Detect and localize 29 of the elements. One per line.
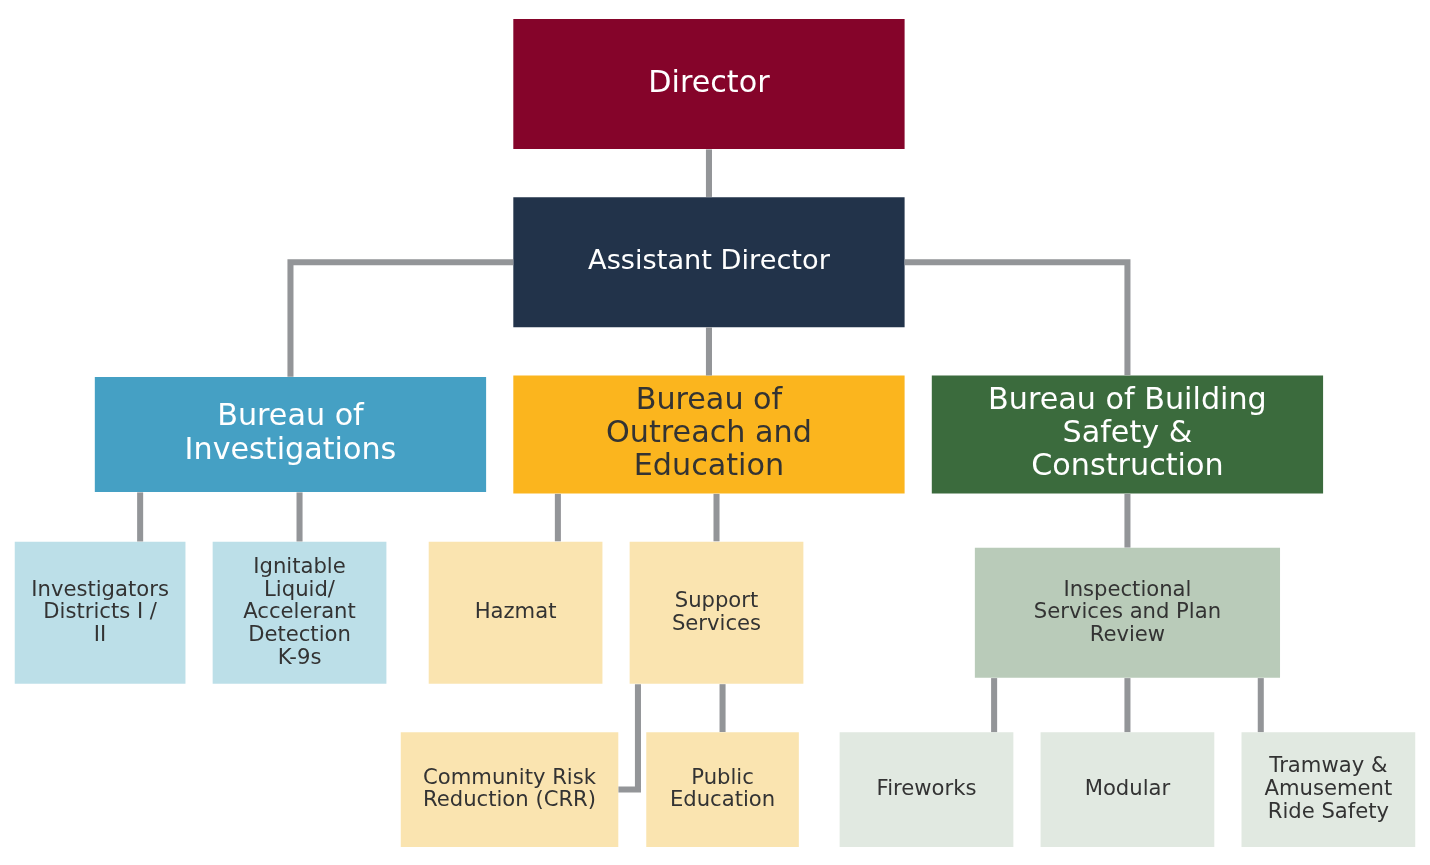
- node-box: Bureau of Outreach and Education: [513, 375, 905, 493]
- connector: [1257, 677, 1264, 732]
- connector: [991, 677, 998, 732]
- node-box: Support Services: [629, 541, 804, 684]
- node-box: Modular: [1040, 731, 1215, 847]
- node-box: Inspectional Services and Plan Review: [974, 547, 1281, 678]
- node-box: Bureau of Investigations: [94, 376, 487, 492]
- node-box: Assistant Director: [513, 196, 905, 327]
- connector: [296, 491, 303, 541]
- connector: [137, 491, 144, 541]
- connector: [618, 683, 641, 793]
- connector: [705, 326, 712, 376]
- node-box: Public Education: [646, 731, 799, 847]
- connector: [554, 493, 561, 541]
- connector: [705, 148, 712, 197]
- connector: [1124, 493, 1131, 548]
- node-box: Fireworks: [839, 731, 1014, 847]
- node-box: Bureau of Building Safety & Construction: [931, 375, 1324, 493]
- connector: [904, 258, 1131, 375]
- node-box: Director: [513, 18, 905, 149]
- node-box: Tramway & Amusement Ride Safety: [1241, 731, 1416, 847]
- node-box: Ignitable Liquid/ Accelerant Detection K-9s: [212, 541, 387, 684]
- node-box: Hazmat: [428, 541, 603, 684]
- node-box: Community Risk Reduction (CRR): [400, 731, 619, 847]
- node-box: Investigators Districts I / II: [14, 541, 186, 684]
- connector: [719, 683, 726, 732]
- connector: [287, 258, 514, 377]
- connector: [713, 493, 720, 541]
- connector: [1124, 677, 1131, 732]
